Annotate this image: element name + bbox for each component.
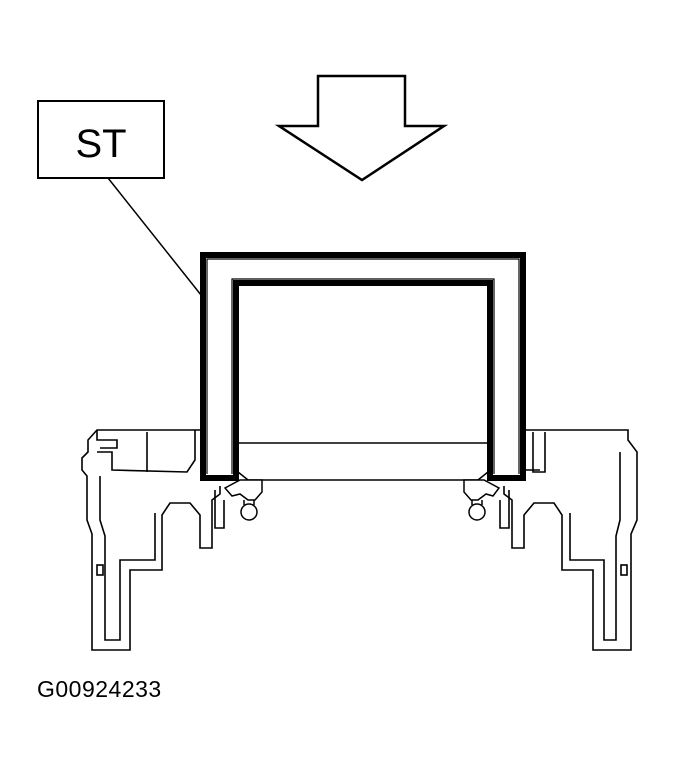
down-arrow-icon <box>274 74 449 182</box>
special-tool-press <box>200 252 526 481</box>
st-callout-box <box>37 100 165 179</box>
figure-id-label: G00924233 <box>37 676 162 702</box>
st-callout-label: ST <box>75 122 126 166</box>
callout-leader-line <box>107 177 206 301</box>
base-housing <box>81 429 638 651</box>
left-clip <box>223 479 263 521</box>
right-clip <box>463 479 501 521</box>
